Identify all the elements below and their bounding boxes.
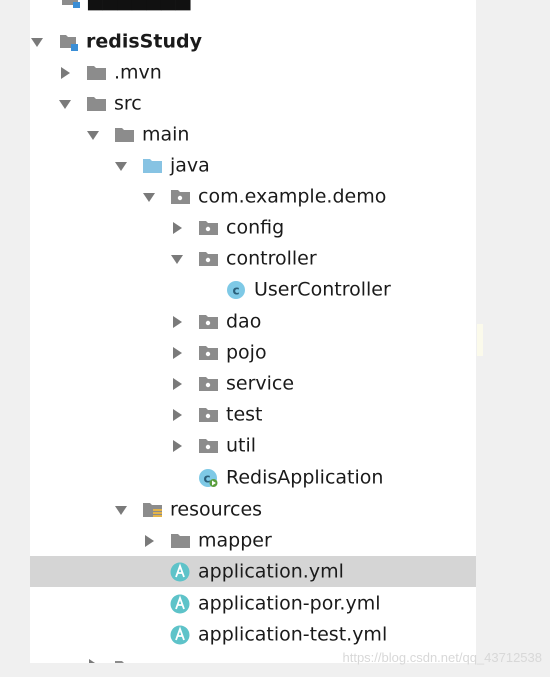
tree-label: controller <box>226 247 317 269</box>
tree-row-util[interactable]: util <box>30 430 460 461</box>
tree-label: util <box>226 434 257 456</box>
package-icon <box>170 187 192 207</box>
tree-row-pojo[interactable]: pojo <box>30 337 460 368</box>
tree-row-application-yml[interactable]: application.yml <box>30 556 476 587</box>
tree-row-cut-bottom <box>30 656 460 663</box>
expand-arrow-icon[interactable] <box>142 190 156 204</box>
tree-label: application-test.yml <box>198 623 388 645</box>
tree-row-redis-application[interactable]: c RedisApplication <box>30 462 460 493</box>
svg-text:c: c <box>232 283 239 297</box>
package-icon <box>198 312 220 332</box>
background-mark <box>477 324 483 356</box>
package-icon <box>198 374 220 394</box>
expand-arrow-icon[interactable] <box>114 503 128 517</box>
tree-row-config[interactable]: config <box>30 212 460 243</box>
spring-boot-class-icon: c <box>198 468 220 488</box>
tree-label: RedisApplication <box>226 466 384 488</box>
tree-row-mvn[interactable]: .mvn <box>30 57 460 88</box>
watermark-text: https://blog.csdn.net/qq_43712538 <box>342 650 543 665</box>
folder-icon <box>86 63 108 83</box>
collapsed-arrow-icon[interactable] <box>58 66 72 80</box>
tree-row-dao[interactable]: dao <box>30 306 460 337</box>
collapsed-arrow-icon[interactable] <box>170 346 184 360</box>
collapsed-arrow-icon[interactable] <box>142 534 156 548</box>
expand-arrow-icon[interactable] <box>86 128 100 142</box>
expand-arrow-icon[interactable] <box>58 97 72 111</box>
tree-label: src <box>114 92 142 114</box>
package-icon <box>198 343 220 363</box>
tree-row-main[interactable]: main <box>30 119 460 150</box>
tree-label: application.yml <box>198 560 344 582</box>
tree-label: service <box>226 372 295 394</box>
package-icon <box>198 218 220 238</box>
expand-arrow-icon[interactable] <box>114 159 128 173</box>
spring-yml-icon <box>170 562 192 582</box>
collapsed-arrow-icon[interactable] <box>170 408 184 422</box>
folder-icon <box>170 531 192 551</box>
tree-label: com.example.demo <box>198 185 387 207</box>
expand-arrow-icon[interactable] <box>30 35 44 49</box>
collapsed-arrow-icon[interactable] <box>170 377 184 391</box>
expand-arrow-icon[interactable] <box>170 252 184 266</box>
spring-yml-icon <box>170 594 192 614</box>
svg-text:c: c <box>203 471 210 485</box>
source-folder-icon <box>142 156 164 176</box>
resources-folder-icon <box>142 500 164 520</box>
tree-row-application-test-yml[interactable]: application-test.yml <box>30 619 460 650</box>
tree-row-test[interactable]: test <box>30 399 460 430</box>
tree-row-src[interactable]: src <box>30 88 460 119</box>
package-icon <box>198 436 220 456</box>
tree-row-controller[interactable]: controller <box>30 243 460 274</box>
tree-label: UserController <box>254 278 391 300</box>
cut-row-label: ▆▆▆▆▆▆▆ <box>88 0 190 10</box>
tree-row-package[interactable]: com.example.demo <box>30 181 460 212</box>
tree-row-user-controller[interactable]: c UserController <box>30 274 460 305</box>
tree-label: dao <box>226 310 262 332</box>
tree-label: config <box>226 216 285 238</box>
folder-icon <box>114 658 136 663</box>
tree-label: application-por.yml <box>198 592 381 614</box>
module-folder-icon <box>58 32 80 52</box>
java-class-icon: c <box>226 280 248 300</box>
tree-row-application-por-yml[interactable]: application-por.yml <box>30 588 460 619</box>
tree-row-java[interactable]: java <box>30 150 460 181</box>
tree-label: pojo <box>226 341 267 363</box>
tree-label: mapper <box>198 529 272 551</box>
collapsed-arrow-icon[interactable] <box>170 315 184 329</box>
spring-yml-icon <box>170 625 192 645</box>
folder-icon <box>114 125 136 145</box>
tree-label: redisStudy <box>86 30 202 52</box>
module-icon <box>60 0 82 10</box>
package-icon <box>198 249 220 269</box>
collapsed-arrow-icon[interactable] <box>170 221 184 235</box>
project-tree-panel: ▆▆▆▆▆▆▆ redisStudy .mvn src <box>30 0 476 663</box>
tree-row-resources[interactable]: resources <box>30 494 460 525</box>
bottom-strip <box>0 663 550 677</box>
tree-row-mapper[interactable]: mapper <box>30 525 460 556</box>
tree-label: java <box>170 154 210 176</box>
package-icon <box>198 405 220 425</box>
tree-label: resources <box>170 498 263 520</box>
tree-row-service[interactable]: service <box>30 368 460 399</box>
tree-label: test <box>226 403 263 425</box>
collapsed-arrow-icon[interactable] <box>170 439 184 453</box>
tree-row-cut-top: ▆▆▆▆▆▆▆ <box>30 0 460 10</box>
folder-icon <box>86 94 108 114</box>
tree-row-root[interactable]: redisStudy <box>30 26 460 57</box>
tree-label: .mvn <box>114 61 162 83</box>
tree-label: main <box>142 123 190 145</box>
collapsed-arrow-icon <box>86 658 100 663</box>
